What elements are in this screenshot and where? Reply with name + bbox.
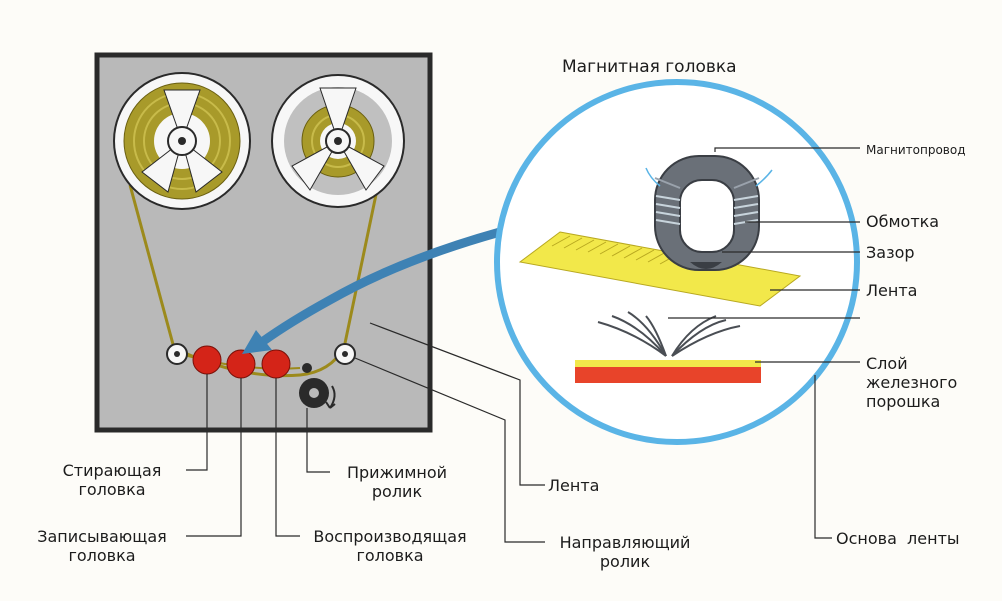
iron-layer-line-3: порошка <box>866 392 941 411</box>
record-head-line-1: Записывающая <box>37 527 167 546</box>
tape-base-label: Основа ленты <box>836 529 960 548</box>
playback-head-line-1: Воспроизводящая <box>313 527 467 546</box>
right-guide-roller <box>334 343 356 365</box>
right-reel <box>271 74 405 208</box>
winding <box>655 195 759 225</box>
pointer-arrow-head <box>242 330 272 354</box>
erase-head-line-1: Стирающая <box>62 461 162 480</box>
guide-roller-line-2: ролик <box>599 552 651 571</box>
pinch-roller-label: Прижимной ролик <box>332 463 462 501</box>
playback-head-line-2: головка <box>356 546 424 565</box>
erase-head-line-2: головка <box>78 480 146 499</box>
guide-roller-line-1: Направляющий <box>559 533 691 552</box>
record-head-label: Записывающая головка <box>18 527 186 565</box>
iron-powder-layer <box>575 360 761 367</box>
record-head <box>226 349 256 379</box>
tape-label-left: Лента <box>548 476 600 495</box>
iron-layer-line-1: Слой <box>866 354 908 373</box>
gap-label: Зазор <box>866 243 915 262</box>
capstan <box>302 363 312 373</box>
field-lines-left <box>645 167 661 187</box>
magnetic-head-title: Магнитная головка <box>562 57 737 77</box>
leader-lines-right <box>668 147 860 539</box>
pinch-roller <box>299 378 336 409</box>
pinch-roller-line-2: ролик <box>371 482 423 501</box>
field-lines-right <box>755 169 773 187</box>
left-guide-roller <box>166 343 188 365</box>
core-gap <box>690 262 722 269</box>
pinch-roller-line-1: Прижимной <box>346 463 448 482</box>
tape-base-layer <box>575 367 761 383</box>
magnetic-core <box>654 155 760 271</box>
tape-hatching <box>551 235 679 265</box>
playback-head <box>261 349 291 379</box>
playback-head-label: Воспроизводящая головка <box>300 527 480 565</box>
leader-lines-left <box>186 322 545 543</box>
winding-label: Обмотка <box>866 212 940 231</box>
iron-layer-label: Слой железного порошка <box>866 354 957 411</box>
erase-head-label: Стирающая головка <box>38 461 186 499</box>
iron-layer-line-2: железного <box>866 373 958 392</box>
guide-roller-label: Направляющий ролик <box>545 533 705 571</box>
pointer-arrow <box>257 227 505 347</box>
left-reel <box>113 72 251 210</box>
core-label: Магнитопровод <box>866 143 966 157</box>
erase-head <box>192 345 222 375</box>
record-head-line-2: головка <box>68 546 136 565</box>
tape-label-right: Лента <box>866 281 918 300</box>
